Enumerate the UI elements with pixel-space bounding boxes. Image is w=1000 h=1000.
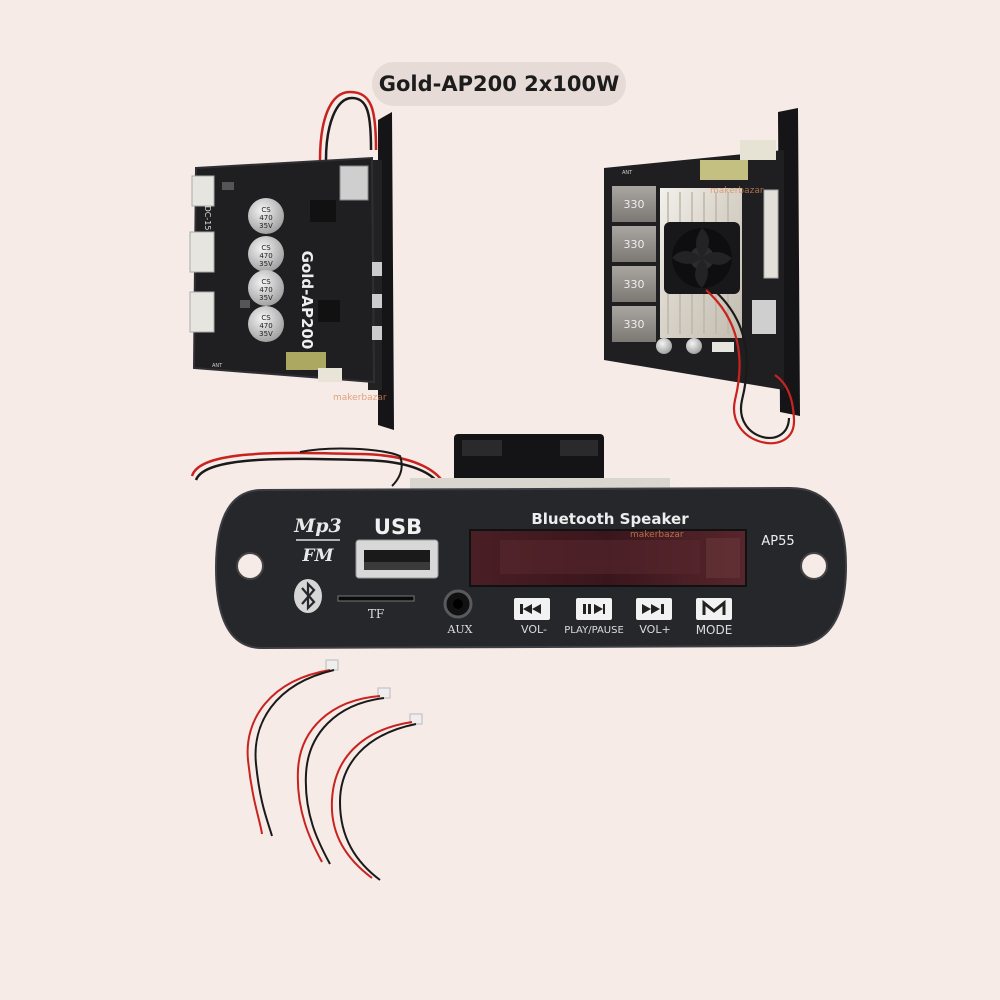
cap3-label-2: 470 [259, 286, 272, 294]
button-vol-up[interactable]: VOL+ [636, 598, 672, 636]
display-title: Bluetooth Speaker [531, 510, 689, 528]
cap1-label-1: CS [261, 206, 271, 214]
model-label: AP55 [761, 534, 794, 549]
led-display [469, 529, 747, 587]
usb-label: USB [374, 515, 422, 539]
watermark-2: makerbazar [710, 186, 764, 196]
previous-icon [520, 604, 541, 614]
cap2-label-3: 35V [259, 260, 273, 268]
watermark-1: makerbazar [333, 393, 387, 403]
cap4-label-3: 35V [259, 330, 273, 338]
mode-label: MODE [696, 623, 733, 637]
cap3-label-3: 35V [259, 294, 273, 302]
tf-slot[interactable] [337, 595, 415, 602]
board-front: CS 470 35V CS 470 35V CS 470 35V CS 470 … [189, 112, 394, 430]
mode-icon [702, 599, 726, 615]
bluetooth-icon [294, 579, 322, 613]
tf-label: TF [368, 607, 384, 621]
aux-label: AUX [446, 623, 472, 636]
usb-port[interactable] [355, 539, 439, 579]
port-label: DC-15 [203, 206, 212, 231]
panel-fan [410, 434, 670, 492]
panel-wires [190, 447, 447, 491]
inductor1-label: 330 [624, 198, 645, 211]
cap3-label-1: CS [261, 278, 271, 286]
logo-fm: FM [302, 546, 335, 566]
cap4-label-2: 470 [259, 322, 272, 330]
inductor3-label: 330 [624, 278, 645, 291]
cap2-label-1: CS [261, 244, 271, 252]
product-title: Gold-AP200 2x100W [378, 72, 620, 96]
button-play-pause[interactable]: PLAY/PAUSE [564, 598, 624, 636]
inductors: 330 330 330 330 [612, 186, 656, 342]
vol-down-label: VOL- [521, 623, 547, 636]
play-pause-icon [583, 604, 605, 614]
mp3-panel: Mp3 FM USB TF AUX Bluetooth Speaker [214, 486, 848, 650]
cap2-label-2: 470 [259, 252, 272, 260]
watermark-3: makerbazar [630, 530, 684, 540]
title-badge: Gold-AP200 2x100W [372, 62, 626, 106]
capacitors: CS 470 35V CS 470 35V CS 470 35V CS 470 … [248, 198, 284, 342]
button-vol-down[interactable]: VOL- [514, 598, 550, 636]
inductor4-label: 330 [624, 318, 645, 331]
power-wire-top [318, 90, 378, 161]
cap1-label-3: 35V [259, 222, 273, 230]
board-label: Gold-AP200 [298, 251, 316, 350]
ant-label-back: ANT [622, 170, 633, 176]
fan [664, 222, 740, 294]
board-back: 330 330 330 330 ANT [604, 108, 800, 445]
inductor2-label: 330 [624, 238, 645, 251]
cap1-label-2: 470 [259, 214, 272, 222]
logo-mp3: Mp3 [293, 515, 342, 537]
vol-up-label: VOL+ [639, 623, 670, 636]
ant-label-front: ANT [212, 363, 223, 369]
next-icon [642, 604, 664, 614]
cap4-label-1: CS [261, 314, 271, 322]
play-pause-label: PLAY/PAUSE [564, 625, 624, 636]
aux-jack[interactable] [443, 589, 473, 619]
loose-cables [246, 659, 423, 881]
button-mode[interactable]: MODE [696, 598, 733, 637]
